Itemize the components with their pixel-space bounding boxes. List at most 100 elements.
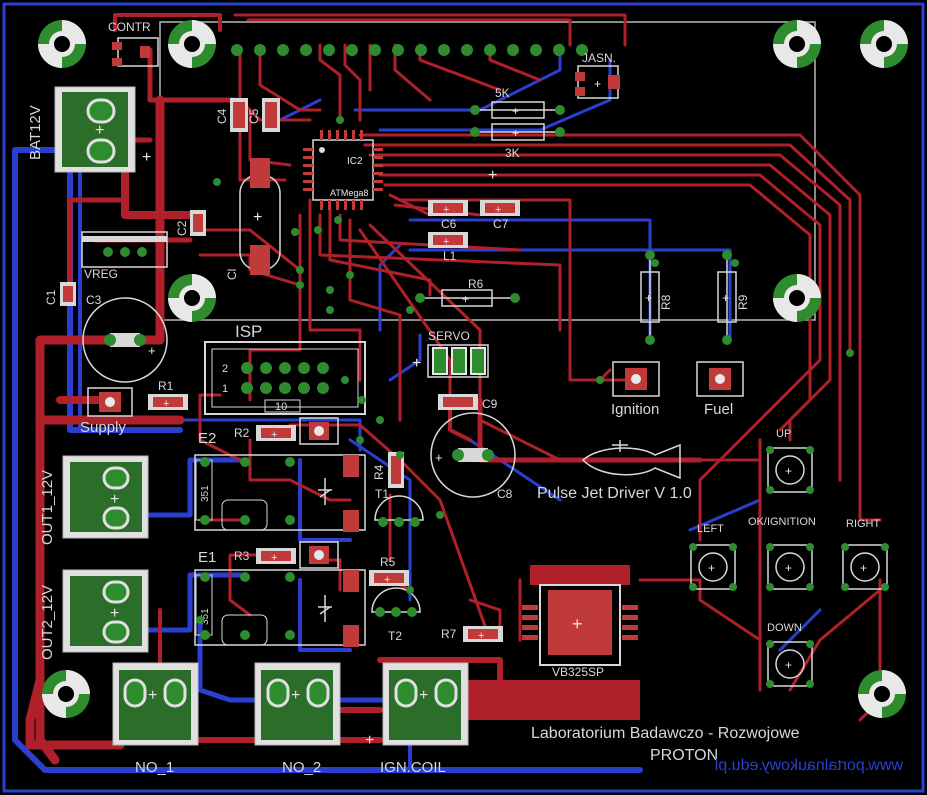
bat12v-label: BAT12V [27, 105, 44, 160]
isp-pin1-label: 1 [222, 383, 228, 395]
resistor-3k: + 3K [470, 123, 565, 160]
svg-text:+: + [412, 355, 421, 372]
c1-capacitor: C1 [44, 282, 76, 306]
isp-pin2-label: 2 [222, 363, 228, 375]
relay-e2: E2 351 [194, 430, 366, 532]
r6-resistor: + R6 [415, 277, 520, 307]
svg-text:+: + [148, 343, 156, 358]
bat12v-terminal: + + BAT12V [27, 86, 151, 173]
button-up-label: UP [776, 428, 791, 440]
c4-label: C4 [215, 108, 229, 124]
r5-resistor: + R5 [369, 555, 409, 586]
svg-text:+: + [148, 687, 157, 704]
vreg-regulator: VREG [81, 231, 168, 281]
vreg-label: VREG [84, 267, 118, 281]
lcd-header [231, 44, 588, 56]
mounting-hole-lcd-bl [168, 274, 216, 322]
out1-terminal: + OUT1_12V [39, 455, 149, 545]
r5k-label: 5K [495, 86, 510, 100]
out2-label: OUT2_12V [39, 585, 56, 660]
c4-capacitor: C4 [215, 98, 248, 132]
svg-text:+: + [443, 236, 449, 248]
fuel-output: Fuel [696, 361, 744, 418]
jasn-label: JASN. [582, 51, 616, 65]
cl-label: Cl [225, 269, 239, 280]
vias [196, 116, 854, 624]
no2-label: NO_2 [282, 759, 321, 776]
r8-label: R8 [659, 294, 673, 310]
t1-label: T1 [375, 487, 389, 501]
svg-text:+: + [478, 630, 484, 642]
c6-capacitor: + C6 [428, 200, 468, 231]
svg-text:+: + [291, 687, 300, 704]
svg-text:+: + [365, 732, 374, 749]
svg-text:+: + [512, 104, 519, 118]
button-down-label: DOWN [767, 622, 802, 634]
r2-resistor: + R2 [234, 425, 296, 441]
svg-text:+: + [860, 561, 867, 575]
isp-pin10-label: 10 [275, 401, 287, 413]
svg-text:+: + [512, 126, 519, 140]
svg-text:+: + [110, 605, 119, 622]
c5-label: C5 [247, 108, 261, 124]
website-mirrored: www.portalnaukowy.edu.pl [715, 757, 904, 774]
c5-capacitor: C5 [247, 98, 280, 132]
led-e2 [299, 417, 339, 445]
c3-capacitor: + C3 [82, 293, 168, 383]
svg-text:+: + [722, 291, 729, 305]
svg-text:+: + [645, 291, 652, 305]
e1-351-label: 351 [200, 608, 211, 625]
l1-label: L1 [443, 249, 457, 263]
ign-coil-terminal: + IGN.COIL [380, 662, 469, 776]
r9-label: R9 [736, 294, 750, 310]
ignition-output: Ignition [611, 361, 660, 418]
ic2-label: IC2 [347, 156, 363, 167]
c9-capacitor: C9 [438, 394, 498, 411]
c2-capacitor: C2 [175, 210, 206, 236]
igncoil-label: IGN.COIL [380, 759, 446, 776]
button-ok-label: OK/IGNITION [748, 516, 816, 528]
mounting-hole-tl [38, 20, 86, 68]
t2-transistor: T2 [371, 587, 421, 643]
supply-label: Supply [80, 419, 126, 436]
svg-text:+: + [488, 167, 497, 184]
contr-label: CONTR [108, 20, 151, 34]
mounting-hole-bl [42, 670, 90, 718]
c8-label: C8 [497, 487, 513, 501]
resistor-5k: + 5K [470, 86, 565, 119]
r1-label: R1 [158, 379, 174, 393]
lab-line1: Laboratorium Badawczo - Rozwojowe [531, 725, 800, 742]
c7-capacitor: + C7 [480, 200, 520, 231]
servo-label: SERVO [428, 329, 470, 343]
pulse-jet-logo [581, 440, 681, 480]
button-down[interactable]: + DOWN [766, 622, 814, 688]
button-right[interactable]: + RIGHT [841, 518, 889, 591]
vb325sp-label: VB325SP [552, 665, 604, 679]
button-ok[interactable]: + OK/IGNITION [748, 516, 816, 591]
button-left[interactable]: + LEFT [689, 523, 737, 591]
l1-inductor: + L1 [428, 232, 468, 263]
t1-transistor: T1 [374, 487, 424, 527]
svg-text:+: + [271, 429, 277, 441]
r7-label: R7 [441, 627, 457, 641]
board-title: Pulse Jet Driver V 1.0 [537, 485, 692, 502]
button-left-label: LEFT [697, 523, 724, 535]
r9-resistor: + R9 [717, 250, 750, 345]
no1-label: NO_1 [135, 759, 174, 776]
fuel-label: Fuel [704, 401, 733, 418]
bottom-traces [12, 43, 822, 773]
jasn-trimmer: + JASN. [575, 51, 620, 99]
svg-text:+: + [594, 77, 601, 91]
atmega8-ic: IC2 ATMega8 [303, 130, 383, 210]
button-up[interactable]: + UP [766, 428, 814, 494]
c7-label: C7 [493, 217, 509, 231]
r5-label: R5 [380, 555, 396, 569]
mounting-hole-br [858, 670, 906, 718]
t2-label: T2 [388, 629, 402, 643]
r7-resistor: + R7 [441, 626, 503, 642]
relay-e1: E1 351 [194, 549, 366, 647]
svg-text:+: + [785, 464, 792, 478]
lab-line2: PROTON [650, 747, 718, 764]
svg-text:+: + [163, 398, 169, 410]
